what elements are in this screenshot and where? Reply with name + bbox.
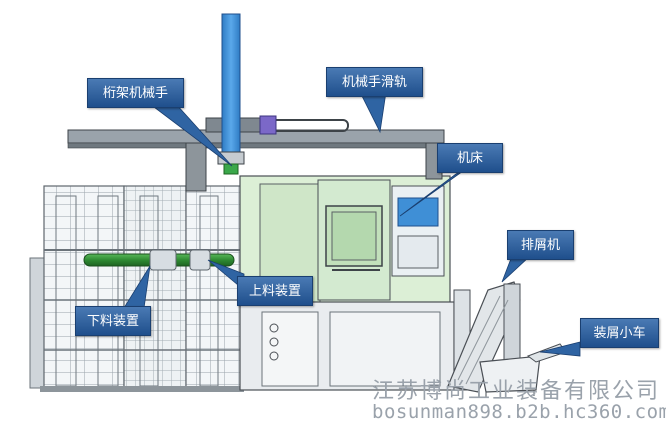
pointer-chip-cart xyxy=(539,341,581,357)
watermark-url: bosunman898.b2b.hc360.com xyxy=(372,401,666,423)
pointer-robot-rail xyxy=(359,91,387,134)
loading-conveyor xyxy=(83,249,235,271)
callout-pointers xyxy=(123,91,581,357)
label-chip-cart: 装屑小车 xyxy=(580,318,659,348)
watermark-company: 江苏博尚工业装备有限公司 xyxy=(372,379,661,404)
label-robot-rail: 机械手滑轨 xyxy=(326,67,423,97)
label-machine-tool: 机床 xyxy=(437,143,503,173)
label-unloading-device: 下料装置 xyxy=(75,306,151,336)
label-loading-device: 上料装置 xyxy=(237,276,313,306)
label-chip-conveyor: 排屑机 xyxy=(507,230,574,260)
label-gantry-robot: 桁架机械手 xyxy=(87,78,184,108)
gantry-robot-arm xyxy=(217,13,245,175)
